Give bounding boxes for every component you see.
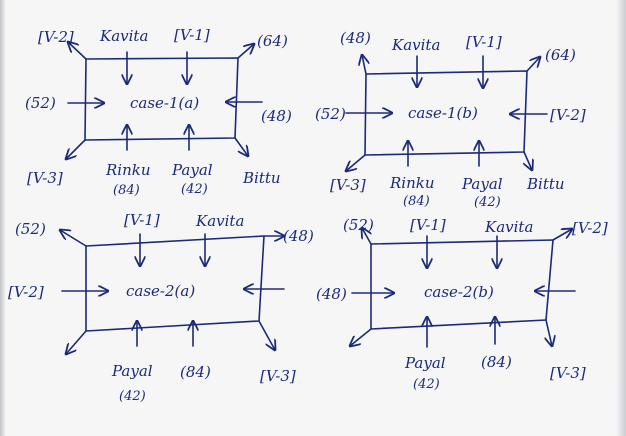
corner-arrow xyxy=(258,320,275,350)
label-bottom-right-arrow: Payal xyxy=(461,175,503,193)
corner-arrow xyxy=(237,44,254,59)
label-top-left-arrow: Kavita xyxy=(391,36,440,54)
corner-arrow xyxy=(66,139,86,159)
label-bottom-left-arrow-num: (42) xyxy=(413,377,440,392)
label-bottom-left: [V-3] xyxy=(27,169,63,187)
corner-arrow xyxy=(350,328,372,346)
page-edge-shadow xyxy=(616,0,626,436)
label-top-left-arrow: Kavita xyxy=(99,27,148,45)
corner-arrow xyxy=(546,319,552,346)
corner-arrow xyxy=(362,55,366,75)
corner-arrow xyxy=(524,151,532,170)
label-bottom-left-arrow-num: (84) xyxy=(113,183,140,198)
corner-arrow xyxy=(346,154,366,171)
label-top-left: (48) xyxy=(340,29,371,47)
label-top-right: (64) xyxy=(257,32,288,50)
diagram-title: case-2(b) xyxy=(424,283,494,301)
label-top-right-arrow: [V-1] xyxy=(466,33,502,51)
label-top-left-arrow: [V-1] xyxy=(410,216,446,234)
corner-arrow xyxy=(234,137,248,156)
label-left: [V-2] xyxy=(8,283,44,301)
corner-arrow xyxy=(362,228,371,245)
label-top-left: [V-2] xyxy=(38,28,74,46)
label-bottom-right: [V-3] xyxy=(550,364,586,382)
corner-arrow xyxy=(66,330,87,354)
label-bottom-right: [V-3] xyxy=(260,367,296,385)
diagram-case-1b: case-1(b) (48) Kavita [V-1] (64) (52) [V… xyxy=(315,29,586,210)
label-top-right-arrow: Kavita xyxy=(484,218,533,236)
label-top-right-arrow: Kavita xyxy=(195,212,244,230)
label-top-right: [V-2] xyxy=(572,219,608,237)
label-left: (52) xyxy=(315,105,346,123)
label-bottom-left-arrow-num: (42) xyxy=(119,389,146,404)
diagram-title: case-1(a) xyxy=(130,94,199,112)
label-top-left: (52) xyxy=(343,216,374,234)
corner-arrow xyxy=(526,57,540,72)
label-left: (52) xyxy=(25,94,56,112)
diagram-case-1a: case-1(a) [V-2] Kavita [V-1] (64) (52) (… xyxy=(25,26,292,198)
label-right: (48) xyxy=(261,107,292,125)
label-bottom-left-arrow: Rinku xyxy=(105,161,151,179)
label-bottom-left: [V-3] xyxy=(330,176,366,194)
label-left: (48) xyxy=(316,285,347,303)
label-bottom-right: Bittu xyxy=(242,169,281,187)
label-bottom-left-arrow-num: (84) xyxy=(403,194,430,209)
diagram-title: case-1(b) xyxy=(408,104,478,122)
label-bottom-right: Bittu xyxy=(526,175,565,193)
label-bottom-right-arrow-num: (42) xyxy=(181,182,208,197)
page-edge-shadow xyxy=(0,0,6,436)
label-bottom-right-arrow: (84) xyxy=(481,353,512,371)
diagram-title: case-2(a) xyxy=(126,282,195,300)
corner-arrow xyxy=(68,42,87,60)
label-bottom-right-arrow: (84) xyxy=(180,363,211,381)
label-bottom-left-arrow: Payal xyxy=(404,354,446,372)
diagram-case-2b: case-2(b) (52) [V-1] Kavita [V-2] (48) P… xyxy=(316,216,608,392)
label-bottom-left-arrow: Rinku xyxy=(389,174,435,192)
label-top-right: (48) xyxy=(283,227,314,245)
label-right: [V-2] xyxy=(550,106,586,124)
label-top-left: (52) xyxy=(15,220,46,238)
label-top-right-arrow: [V-1] xyxy=(174,26,210,44)
label-bottom-left-arrow: Payal xyxy=(111,362,153,380)
corner-arrow xyxy=(60,230,87,247)
diagram-case-2a: case-2(a) (52) [V-1] Kavita (48) [V-2] P… xyxy=(8,211,314,404)
corner-arrow xyxy=(552,229,572,241)
label-bottom-right-arrow: Payal xyxy=(171,161,213,179)
label-top-left-arrow: [V-1] xyxy=(124,211,160,229)
label-bottom-right-arrow-num: (42) xyxy=(474,195,501,210)
label-top-right: (64) xyxy=(545,46,576,64)
